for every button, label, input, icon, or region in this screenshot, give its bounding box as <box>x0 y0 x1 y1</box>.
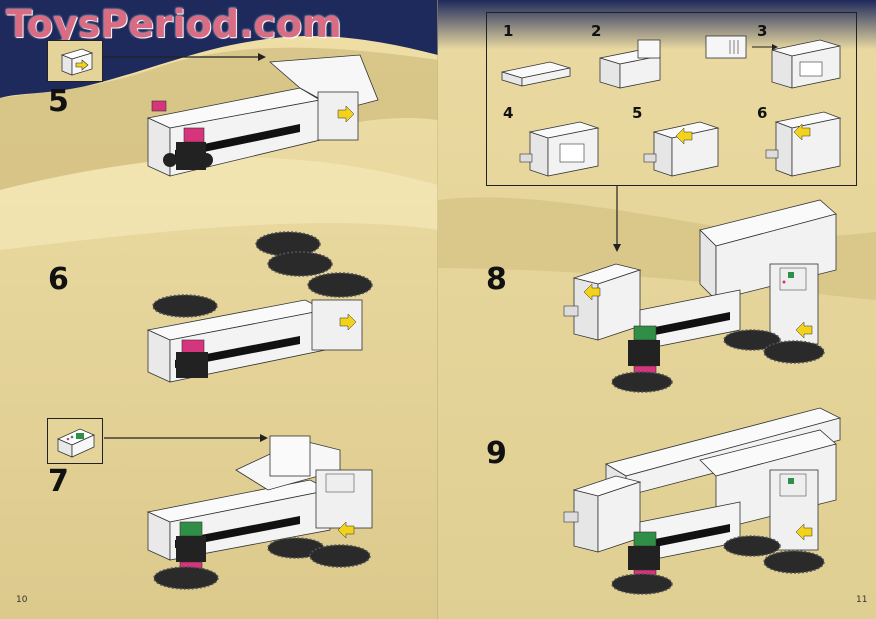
step7-part-callout <box>47 418 103 464</box>
step-number-9: 9 <box>486 436 507 471</box>
step-number-5: 5 <box>48 84 69 119</box>
substep-number-3: 3 <box>757 22 768 40</box>
model-step6 <box>146 231 373 383</box>
brick-2x2-arrow-icon <box>60 48 94 76</box>
substep-number-6: 6 <box>757 104 768 122</box>
substep-number-4: 4 <box>503 104 514 122</box>
model-step7 <box>146 435 373 590</box>
control-panel-brick-icon <box>57 428 95 458</box>
page-number-left: 10 <box>16 595 28 605</box>
substep4-assembly <box>519 121 600 177</box>
watermark-text: ToysPeriod.com <box>6 2 342 46</box>
substep-number-1: 1 <box>503 22 514 40</box>
substep5-assembly <box>643 121 720 177</box>
step-number-6: 6 <box>48 262 69 297</box>
substep-number-2: 2 <box>591 22 602 40</box>
substep6-assembly <box>765 111 842 177</box>
model-step8 <box>563 199 837 393</box>
step-number-8: 8 <box>486 262 507 297</box>
left-page: ToysPeriod.com 5 <box>0 0 438 619</box>
page-number-right: 11 <box>856 595 868 605</box>
substep2-bricks <box>599 39 661 89</box>
substep1-plate <box>501 61 571 87</box>
step5-part-callout <box>47 40 103 82</box>
step-number-7: 7 <box>48 464 69 499</box>
left-page-illustrations <box>103 53 379 590</box>
subassembly-box <box>486 12 857 186</box>
model-step9 <box>563 407 842 595</box>
substep3-bricks <box>705 35 841 89</box>
substep-number-5: 5 <box>632 104 643 122</box>
model-step5 <box>146 54 379 177</box>
